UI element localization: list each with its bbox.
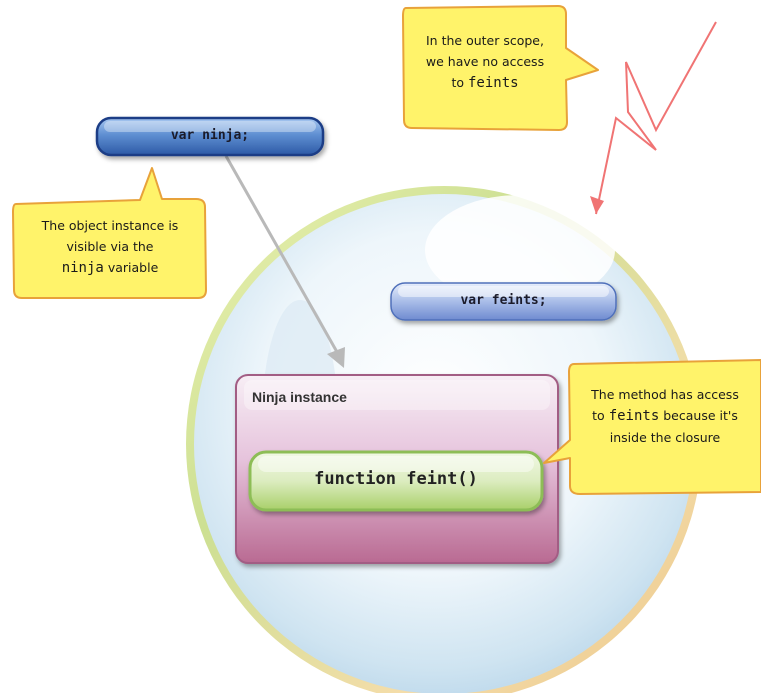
ninja-variable-pill bbox=[95, 116, 325, 157]
callout-outer-line3: to feints bbox=[406, 72, 564, 94]
feint-method-label: function feint() bbox=[314, 469, 478, 489]
callout-outer-line1: In the outer scope, bbox=[426, 33, 544, 48]
callout-method-line2-code: feints bbox=[608, 408, 660, 424]
callout-ninja-line3: ninja variable bbox=[14, 257, 206, 279]
callout-method-line2-post: because it's bbox=[663, 408, 738, 423]
feint-method-pill bbox=[248, 450, 544, 512]
callout-ninja-visible-text: The object instance is visible via the n… bbox=[14, 215, 206, 279]
callout-method-line2-pre: to bbox=[592, 408, 605, 423]
callout-outer-line3-code: feints bbox=[467, 75, 519, 91]
ninja-instance-title: Ninja instance bbox=[252, 389, 347, 405]
callout-outer-line3-pre: to bbox=[451, 75, 464, 90]
callout-method-access bbox=[543, 359, 761, 495]
callout-ninja-line3-code: ninja bbox=[61, 260, 104, 276]
feints-variable-pill bbox=[390, 282, 617, 321]
callout-method-access-text: The method has access to feints because … bbox=[572, 384, 758, 448]
ninja-variable-label: var ninja; bbox=[170, 128, 250, 143]
lightning-bolt-icon bbox=[590, 21, 717, 215]
callout-ninja-line3-post: variable bbox=[107, 260, 159, 275]
callout-ninja-line1: The object instance is bbox=[41, 218, 179, 233]
callout-method-line1: The method has access bbox=[591, 387, 739, 402]
callout-outer-scope bbox=[402, 5, 599, 131]
callout-method-line2: to feints because it's bbox=[572, 405, 758, 427]
feints-variable-label: var feints; bbox=[460, 293, 547, 308]
callout-method-line3: inside the closure bbox=[609, 430, 721, 445]
callout-ninja-line2: visible via the bbox=[66, 239, 154, 254]
reference-arrow bbox=[224, 155, 345, 368]
callout-outer-line2: we have no access bbox=[425, 54, 545, 69]
callout-ninja-visible bbox=[12, 167, 207, 299]
callout-outer-scope-text: In the outer scope, we have no access to… bbox=[406, 30, 564, 94]
